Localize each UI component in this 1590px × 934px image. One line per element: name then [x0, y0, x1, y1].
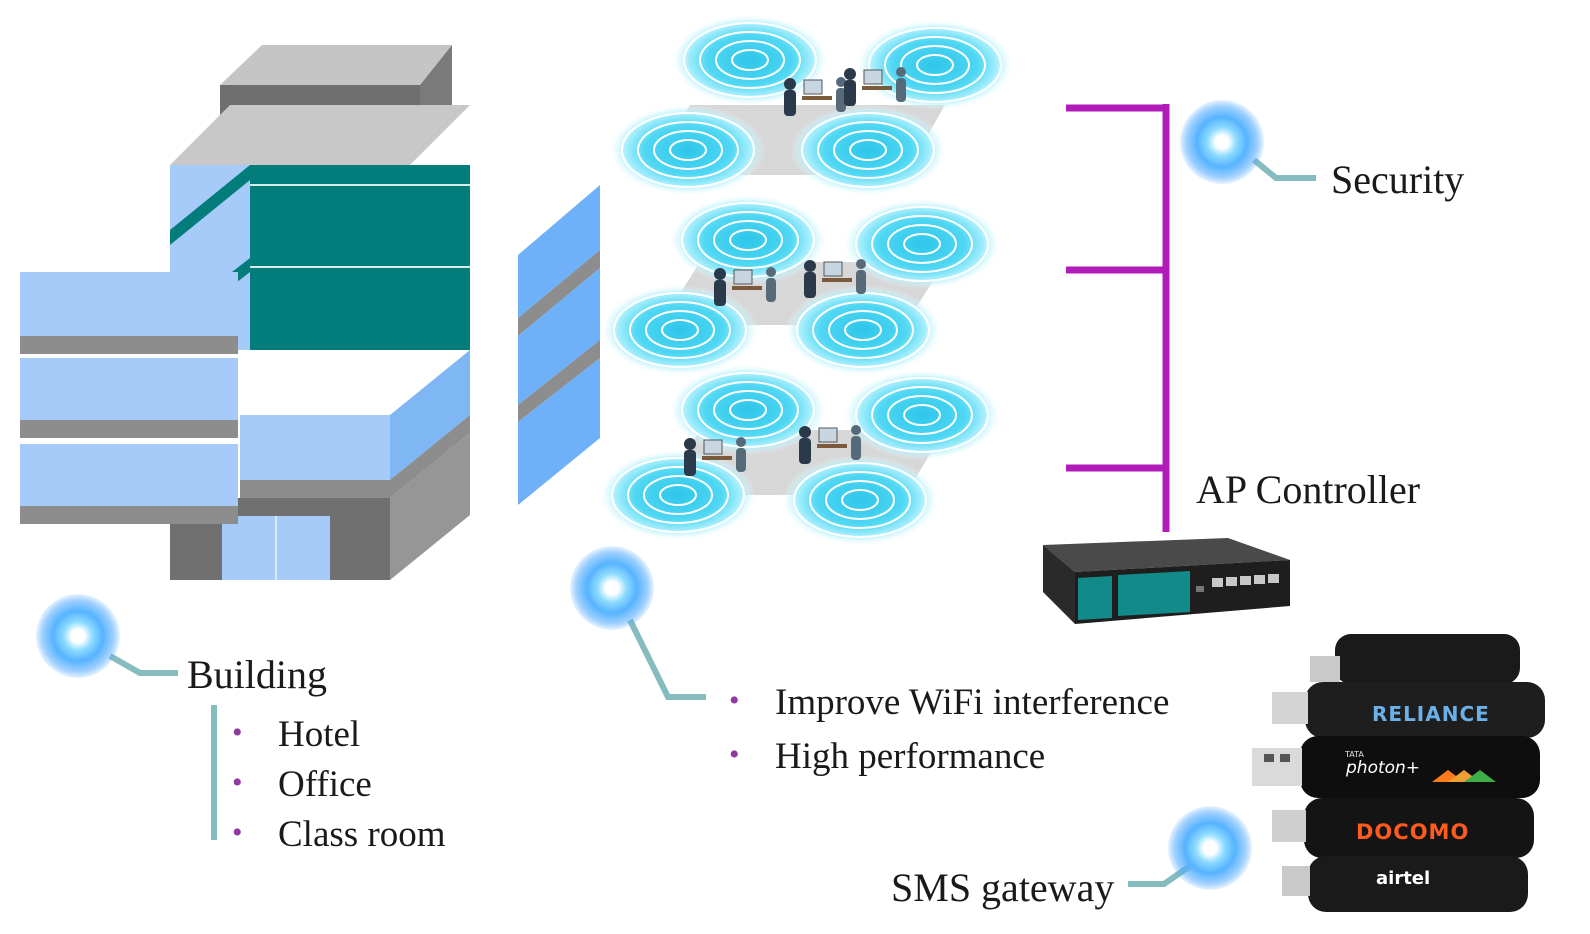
modem-brand-docomo: DOCOMO [1356, 820, 1470, 844]
modem-brand-prefix: TATA [1345, 750, 1364, 759]
security-leader [1252, 157, 1316, 181]
ap-controller-label: AP Controller [1196, 467, 1421, 512]
glow-node-icon [1180, 100, 1264, 184]
glow-node-icon [1168, 806, 1252, 890]
building-leader [108, 653, 178, 676]
wifi-benefit-item: Improve WiFi interference [729, 684, 1169, 721]
security-label: Security [1331, 157, 1465, 202]
building-type-list: Hotel Office Class room [232, 716, 446, 853]
building-illustration [20, 45, 600, 580]
sms-gateway-label: SMS gateway [891, 865, 1115, 910]
glow-node-icon [570, 546, 654, 630]
building-type-item: Office [232, 766, 446, 803]
modem-brand-reliance: RELIANCE [1372, 702, 1490, 726]
modem-brand-airtel: airtel [1376, 868, 1431, 889]
building-type-item: Class room [232, 816, 445, 853]
glow-node-icon [36, 594, 120, 678]
wifi-benefit-item: High performance [729, 738, 1169, 775]
wifi-leader [627, 618, 706, 700]
wifi-benefit-list: Improve WiFi interference High performan… [729, 684, 1169, 775]
building-label: Building [187, 652, 328, 697]
controller-bus [1066, 104, 1170, 532]
building-type-item: Hotel [232, 716, 446, 753]
usb-modem-stack-icon: RELIANCE TATA photon+ DOCOMO airtel [1250, 630, 1550, 920]
modem-brand-photon: photon+ [1346, 758, 1421, 778]
